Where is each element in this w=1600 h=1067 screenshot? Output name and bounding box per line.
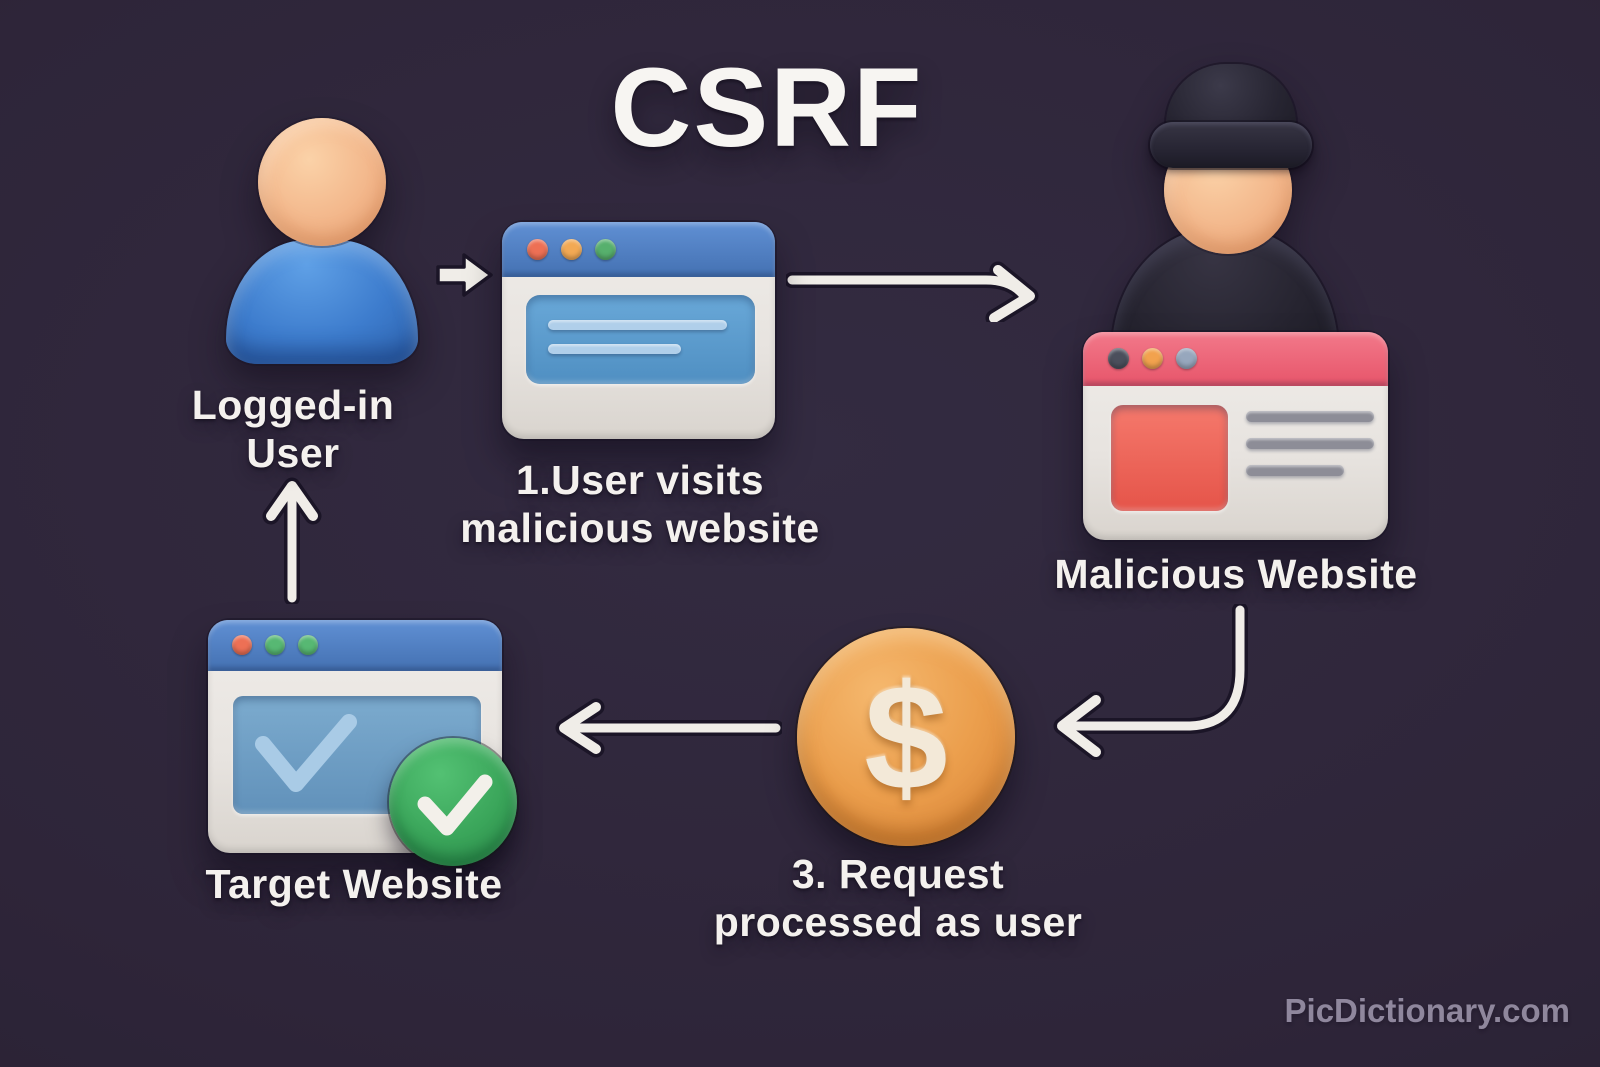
text-line (1246, 465, 1344, 476)
target-website-label: Target Website (205, 861, 503, 907)
window-dot-red-icon (232, 635, 252, 655)
arrow-to-malicious-icon (786, 261, 1039, 322)
logged-in-user-label: Logged-in User (191, 382, 395, 477)
arrow-to-target-icon (555, 698, 782, 758)
text-line (1246, 438, 1374, 449)
dollar-coin-icon: $ (797, 628, 1015, 846)
beanie-brim-icon (1150, 122, 1312, 168)
window-dot-dark-icon (1108, 348, 1129, 369)
hacker-browser-icon (1083, 332, 1388, 540)
watermark: PicDictionary.com (1284, 992, 1570, 1029)
hacker-icon (1100, 60, 1350, 384)
window-dot-green-icon (265, 635, 285, 655)
checkmark-icon (255, 714, 357, 792)
browser-window-icon (502, 222, 775, 439)
malicious-titlebar (1083, 332, 1388, 386)
window-dot-green-icon (595, 239, 616, 260)
window-dot-green-icon (298, 635, 318, 655)
dollar-sign: $ (864, 653, 948, 821)
person-body (226, 240, 418, 364)
approved-browser-icon (208, 620, 517, 866)
arrow-right-icon (436, 253, 493, 297)
check-badge-icon (389, 738, 517, 866)
text-line (548, 344, 681, 354)
arrow-up-icon (262, 477, 322, 604)
step1-label: 1.User visits malicious website (460, 457, 820, 552)
arrow-to-request-icon (1053, 604, 1248, 760)
window-dot-orange-icon (561, 239, 582, 260)
browser-titlebar (502, 222, 775, 277)
malicious-red-block (1111, 405, 1228, 511)
window-dot-gray-icon (1176, 348, 1197, 369)
text-line (548, 320, 727, 330)
person-icon (226, 118, 418, 364)
step3-label: 3. Request processed as user (713, 851, 1083, 946)
window-dot-orange-icon (1142, 348, 1163, 369)
person-head (258, 118, 386, 246)
target-titlebar (208, 620, 502, 671)
page-title: CSRF (610, 45, 924, 170)
text-line (1246, 411, 1374, 422)
malicious-website-label: Malicious Website (1054, 551, 1418, 597)
browser-content-panel (526, 295, 755, 384)
window-dot-red-icon (527, 239, 548, 260)
badge-checkmark-icon (417, 774, 493, 836)
